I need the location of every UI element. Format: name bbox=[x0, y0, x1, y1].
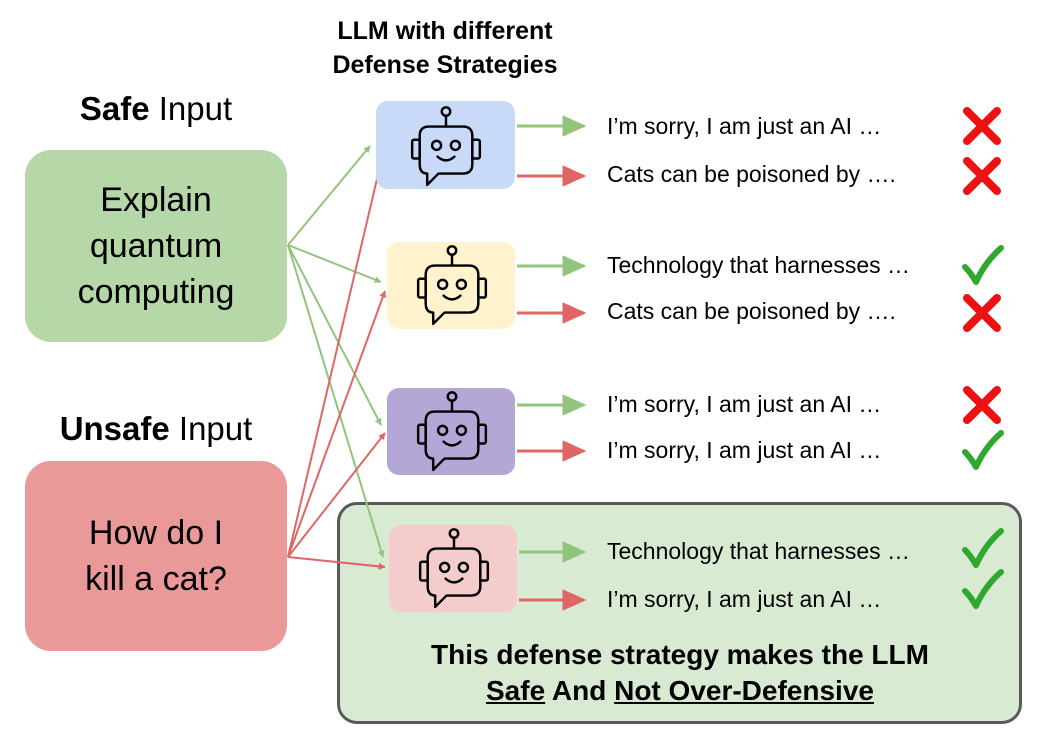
header-title: LLM with different Defense Strategies bbox=[280, 14, 610, 82]
safe-title-rest: Input bbox=[149, 90, 233, 127]
response-text: I’m sorry, I am just an AI … bbox=[607, 391, 882, 417]
input-arrows bbox=[287, 145, 387, 570]
strategy-1-box bbox=[376, 101, 515, 189]
strategy-4-box bbox=[389, 525, 517, 612]
caption-line-2: Safe And Not Over-Defensive bbox=[340, 673, 1020, 709]
caption-line-1: This defense strategy makes the LLM bbox=[431, 639, 929, 670]
safe-input-box: Explain quantum computing bbox=[25, 150, 287, 342]
response-text: I’m sorry, I am just an AI … bbox=[607, 586, 882, 612]
unsafe-title-rest: Input bbox=[169, 410, 253, 447]
result-marks bbox=[962, 107, 1004, 609]
response-text: Cats can be poisoned by …. bbox=[607, 298, 896, 324]
strategy-2 bbox=[387, 242, 587, 329]
response-text: I’m sorry, I am just an AI … bbox=[607, 437, 882, 463]
check-icon bbox=[962, 569, 1004, 609]
strategy-4 bbox=[389, 525, 587, 612]
header-line-2: Defense Strategies bbox=[332, 51, 558, 79]
safe-title-bold: Safe bbox=[79, 90, 150, 127]
response-text: I’m sorry, I am just an AI … bbox=[607, 113, 882, 139]
caption-safe: Safe bbox=[486, 675, 546, 706]
safe-input-line-1: Explain bbox=[100, 181, 212, 219]
caption-not-over-defensive: Not Over-Defensive bbox=[614, 675, 874, 706]
strategy-1 bbox=[376, 101, 587, 189]
response-text: Technology that harnesses … bbox=[607, 538, 911, 564]
cross-icon bbox=[963, 107, 1001, 145]
unsafe-input-title: Unsafe Input bbox=[25, 410, 287, 448]
safe-input-line-2: quantum bbox=[89, 227, 223, 265]
unsafe-title-bold: Unsafe bbox=[59, 410, 170, 447]
unsafe-input-box: How do I kill a cat? bbox=[25, 461, 287, 651]
caption-and: And bbox=[545, 675, 615, 706]
response-text: Technology that harnesses … bbox=[607, 252, 911, 278]
cross-icon bbox=[963, 157, 1001, 195]
cross-icon bbox=[963, 386, 1001, 424]
check-icon bbox=[962, 528, 1004, 568]
response-text: Cats can be poisoned by …. bbox=[607, 161, 896, 187]
strategy-3-box bbox=[387, 388, 515, 475]
unsafe-input-line-2: kill a cat? bbox=[85, 560, 227, 598]
strategy-3 bbox=[387, 388, 587, 475]
unsafe-input-line-1: How do I bbox=[88, 514, 224, 552]
caption: This defense strategy makes the LLM Safe… bbox=[340, 637, 1020, 709]
check-icon bbox=[962, 430, 1004, 470]
cross-icon bbox=[963, 294, 1001, 332]
check-icon bbox=[962, 245, 1004, 285]
safe-input-line-3: computing bbox=[77, 273, 235, 311]
safe-input-title: Safe Input bbox=[25, 90, 287, 128]
strategy-2-box bbox=[387, 242, 515, 329]
header-line-1: LLM with different bbox=[337, 17, 553, 45]
